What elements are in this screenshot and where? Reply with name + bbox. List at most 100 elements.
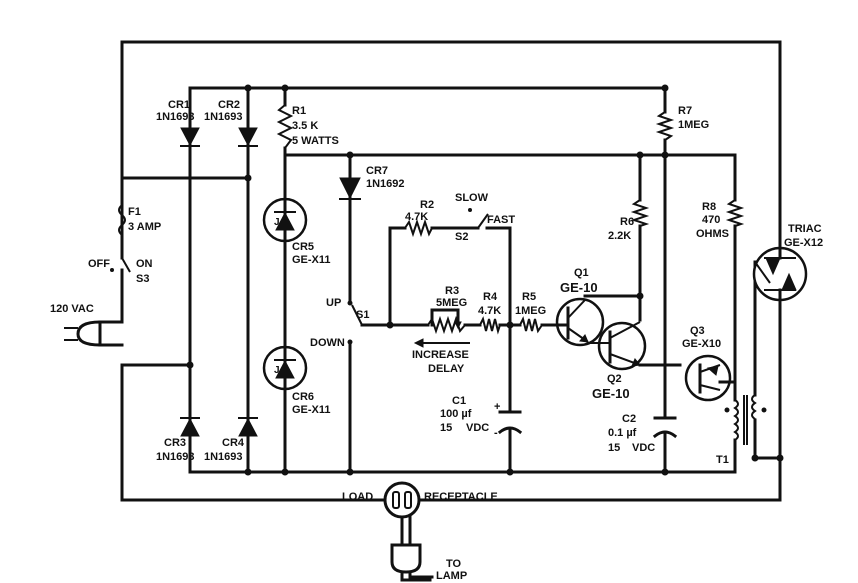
q1-label: Q1 bbox=[574, 267, 589, 279]
c1-voltage-label: 15 bbox=[440, 422, 452, 434]
r5-label: R5 bbox=[522, 291, 536, 303]
r8-value-label: 470 bbox=[702, 214, 720, 226]
to-label: TO bbox=[446, 558, 462, 570]
cr1-diode bbox=[180, 127, 200, 147]
cr4-diode bbox=[238, 417, 258, 437]
r7-value-label: 1MEG bbox=[678, 119, 709, 131]
r8-ohms-label: OHMS bbox=[696, 228, 729, 240]
c1-label: C1 bbox=[452, 395, 466, 407]
cr7-label: CR7 bbox=[366, 165, 388, 177]
f1-value-label: 3 AMP bbox=[128, 221, 161, 233]
q3-transistor bbox=[684, 354, 732, 402]
r3-label: R3 bbox=[445, 285, 459, 297]
c2-value-label: 0.1 µf bbox=[608, 427, 637, 439]
cr7-part-label: 1N1692 bbox=[366, 178, 405, 190]
labels: CR1 1N1693 CR2 1N1693 R1 3.5 K 5 WATTS C… bbox=[50, 99, 823, 582]
receptacle-label: RECEPTACLE bbox=[424, 491, 498, 503]
r4-resistor bbox=[479, 316, 501, 335]
c1-value-label: 100 µf bbox=[440, 408, 472, 420]
q3-label: Q3 bbox=[690, 325, 705, 337]
cr6-label: CR6 bbox=[292, 391, 314, 403]
cr3-diode bbox=[180, 417, 200, 437]
r3-potentiometer bbox=[427, 315, 466, 335]
cr1-part-label: 1N1693 bbox=[156, 111, 195, 123]
junction-dots bbox=[186, 84, 784, 476]
down-label: DOWN bbox=[310, 337, 345, 349]
cr6-part-label: GE-X11 bbox=[292, 404, 331, 416]
s1-label: S1 bbox=[356, 309, 369, 321]
q2-part-label: GE-10 bbox=[592, 386, 630, 401]
increase-delay-arrow bbox=[413, 338, 470, 348]
f1-label: F1 bbox=[128, 206, 141, 218]
r7-resistor bbox=[655, 111, 675, 141]
ac-plug bbox=[64, 320, 124, 347]
c2-label: C2 bbox=[622, 413, 636, 425]
r6-resistor bbox=[630, 199, 650, 227]
triac-part-label: GE-X12 bbox=[784, 237, 823, 249]
r1-label: R1 bbox=[292, 105, 306, 117]
s2-label: S2 bbox=[455, 231, 468, 243]
c1-vdc-label: VDC bbox=[466, 422, 489, 434]
q2-label: Q2 bbox=[607, 373, 622, 385]
cr2-diode bbox=[238, 127, 258, 147]
increase-label: INCREASE bbox=[412, 349, 469, 361]
triac bbox=[752, 246, 808, 302]
r1-value-label: 3.5 K bbox=[292, 120, 318, 132]
r3-value-label: 5MEG bbox=[436, 297, 467, 309]
r6-value-label: 2.2K bbox=[608, 230, 631, 242]
delay-label: DELAY bbox=[428, 363, 465, 375]
off-label: OFF bbox=[88, 258, 110, 270]
load-label: LOAD bbox=[342, 491, 373, 503]
q1-part-label: GE-10 bbox=[560, 280, 598, 295]
cr2-label: CR2 bbox=[218, 99, 240, 111]
cr2-part-label: 1N1693 bbox=[204, 111, 243, 123]
r4-label: R4 bbox=[483, 291, 498, 303]
r1-power-label: 5 WATTS bbox=[292, 135, 339, 147]
cr5-label: CR5 bbox=[292, 241, 314, 253]
r2-value-label: 4.7K bbox=[405, 211, 428, 223]
r8-resistor bbox=[725, 199, 745, 227]
r6-label: R6 bbox=[620, 216, 634, 228]
q3-part-label: GE-X10 bbox=[682, 338, 721, 350]
r5-value-label: 1MEG bbox=[515, 305, 546, 317]
fast-label: FAST bbox=[487, 214, 515, 226]
lamp-plug bbox=[390, 543, 434, 582]
q1-transistor bbox=[555, 297, 605, 347]
r2-resistor bbox=[404, 218, 433, 238]
c2-voltage-label: 15 bbox=[608, 442, 620, 454]
r1-resistor bbox=[276, 104, 294, 149]
cr6-j-label: J bbox=[274, 365, 280, 376]
r8-label: R8 bbox=[702, 201, 716, 213]
load-receptacle bbox=[383, 481, 421, 519]
s1-switch bbox=[347, 300, 363, 345]
cr3-label: CR3 bbox=[164, 437, 186, 449]
cr5-part-label: GE-X11 bbox=[292, 254, 331, 266]
f1-fuse bbox=[118, 176, 126, 257]
c2-capacitor bbox=[652, 416, 678, 439]
cr3-part-label: 1N1693 bbox=[156, 451, 195, 463]
cr5-zener bbox=[262, 197, 308, 243]
slow-label: SLOW bbox=[455, 192, 489, 204]
cr6-zener bbox=[262, 345, 308, 391]
s2-switch bbox=[468, 208, 489, 229]
t1-transformer bbox=[724, 394, 767, 445]
lamp-label: LAMP bbox=[436, 570, 467, 582]
on-label: ON bbox=[136, 258, 153, 270]
up-label: UP bbox=[326, 297, 341, 309]
r4-value-label: 4.7K bbox=[478, 305, 501, 317]
t1-label: T1 bbox=[716, 454, 729, 466]
s3-switch bbox=[110, 257, 131, 273]
c2-vdc-label: VDC bbox=[632, 442, 655, 454]
r2-label: R2 bbox=[420, 199, 434, 211]
c1-capacitor bbox=[497, 410, 523, 435]
cr1-label: CR1 bbox=[168, 99, 190, 111]
vac-label: 120 VAC bbox=[50, 303, 94, 315]
cr5-j-label: J bbox=[274, 217, 280, 228]
cr4-part-label: 1N1693 bbox=[204, 451, 243, 463]
r5-resistor bbox=[519, 316, 543, 334]
s3-label: S3 bbox=[136, 273, 149, 285]
c1-minus-label: - bbox=[494, 427, 498, 439]
triac-label: TRIAC bbox=[788, 223, 822, 235]
